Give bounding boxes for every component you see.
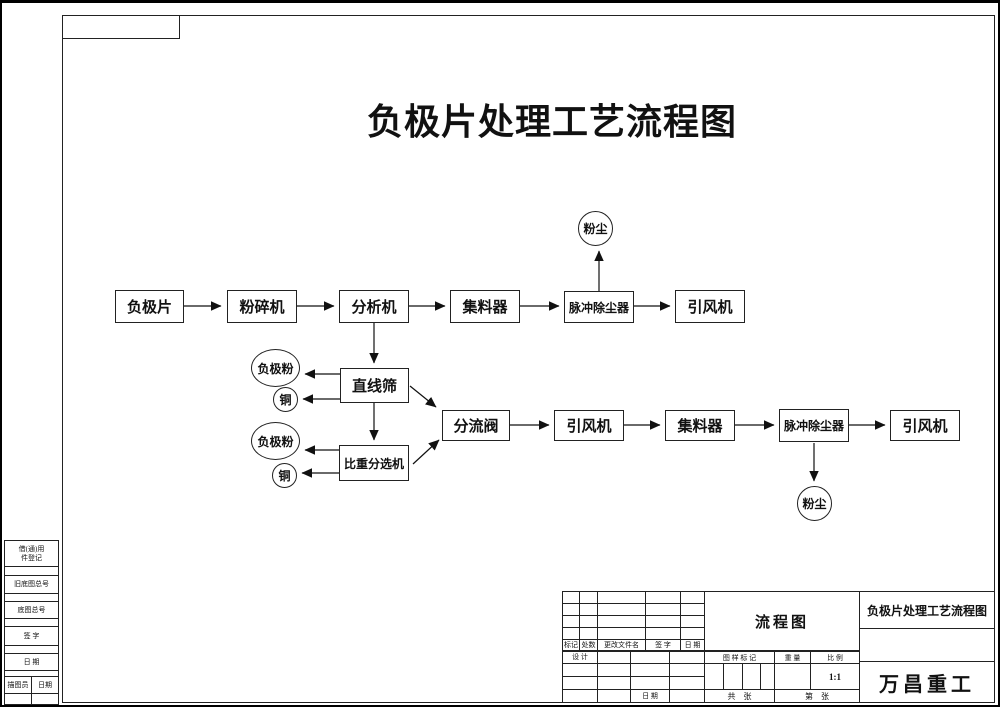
registry-empty-4	[5, 646, 58, 654]
registry-empty-3	[5, 619, 58, 627]
rev-line-4	[562, 639, 704, 640]
flow-node-copper-1: 铜	[273, 387, 298, 412]
sheet-total-cell: 共 张	[704, 689, 775, 703]
rev-header-count: 处数	[581, 641, 596, 649]
flow-node-collector-2: 集料器	[665, 410, 735, 441]
flow-node-gravity-separator: 比重分选机	[339, 445, 409, 481]
flow-node-draft-fan-3: 引风机	[890, 410, 960, 441]
flow-node-diverter-valve: 分流阀	[442, 410, 510, 441]
rev-line-3	[562, 627, 704, 628]
registry-empty-6	[5, 694, 58, 704]
company-cell: 万昌重工	[859, 661, 995, 703]
weight-value-cell	[774, 663, 811, 690]
rev-header-sign: 签 字	[655, 641, 671, 649]
flow-node-dust-top: 粉尘	[578, 211, 613, 246]
flow-node-copper-2: 铜	[272, 463, 297, 488]
sheet-no-cell: 第 张	[774, 689, 860, 703]
sig-line-2	[562, 676, 704, 677]
bottom-date-label: 日 期	[642, 692, 658, 700]
mark-sub-4	[760, 663, 775, 690]
tracer-row: 描图员 日期	[5, 677, 58, 694]
rev-header-file: 更改文件名	[604, 641, 639, 649]
rev-header-date: 日 期	[684, 641, 701, 649]
registry-label-line2: 件登记	[21, 553, 42, 562]
mark-sub-2	[723, 663, 743, 690]
registry-label: 借(通)用 件登记	[5, 541, 58, 567]
rev-line-2	[562, 615, 704, 616]
old-master-no-label: 旧底图总号	[5, 576, 58, 594]
flow-node-pulse-dust-remover-2: 脉冲除尘器	[779, 409, 849, 442]
registry-empty-5	[5, 671, 58, 677]
flow-node-dust-bottom: 粉尘	[797, 486, 832, 521]
tracer-date-label: 日期	[38, 680, 52, 689]
flow-node-draft-fan-2: 引风机	[554, 410, 624, 441]
drawing-type-cell: 流程图	[704, 591, 860, 651]
page-title: 负极片处理工艺流程图	[366, 102, 737, 142]
flow-node-analyzer: 分析机	[339, 290, 409, 323]
title-block: 标记 处数 更改文件名 签 字 日 期 设 计 日 期 流程图 图 样 标 记 …	[562, 591, 995, 703]
drawing-title-cell: 负极片处理工艺流程图	[859, 591, 995, 629]
drawing-number-cell	[859, 628, 995, 662]
flow-node-negative-sheet: 负极片	[115, 290, 184, 323]
flow-node-negative-powder-1: 负极粉	[251, 349, 300, 387]
registry-empty-2	[5, 594, 58, 602]
scale-value-cell: 1:1	[810, 663, 860, 690]
inner-border-frame	[62, 15, 995, 703]
date-label: 日 期	[5, 654, 58, 671]
flow-node-draft-fan-1: 引风机	[675, 290, 745, 323]
tracer-label: 描图员	[5, 677, 32, 693]
flow-node-crusher: 粉碎机	[227, 290, 297, 323]
mark-sub-1	[704, 663, 724, 690]
flow-node-collector-1: 集料器	[450, 290, 520, 323]
sig-line-3	[562, 689, 704, 690]
flow-node-negative-powder-2: 负极粉	[251, 422, 300, 460]
left-registry-block: 借(通)用 件登记 旧底图总号 底图总号 签 字 日 期 描图员 日期	[4, 540, 59, 705]
signature-label: 签 字	[5, 627, 58, 646]
sig-line-1	[562, 663, 704, 664]
flow-node-linear-screen: 直线筛	[340, 368, 409, 403]
master-no-label: 底图总号	[5, 602, 58, 619]
sig-col-2	[597, 651, 631, 703]
rev-line-1	[562, 603, 704, 604]
design-label: 设 计	[572, 653, 588, 661]
top-left-reference-box	[62, 15, 180, 39]
registry-empty-1	[5, 567, 58, 576]
sig-col-4	[669, 651, 705, 703]
rev-header-mark: 标记	[564, 641, 578, 649]
registry-empty-cell-a	[5, 694, 32, 704]
registry-label-line1: 借(通)用	[18, 545, 45, 554]
registry-empty-cell-b	[32, 694, 58, 704]
mark-sub-3	[742, 663, 761, 690]
flow-node-pulse-dust-remover-1: 脉冲除尘器	[564, 291, 634, 323]
